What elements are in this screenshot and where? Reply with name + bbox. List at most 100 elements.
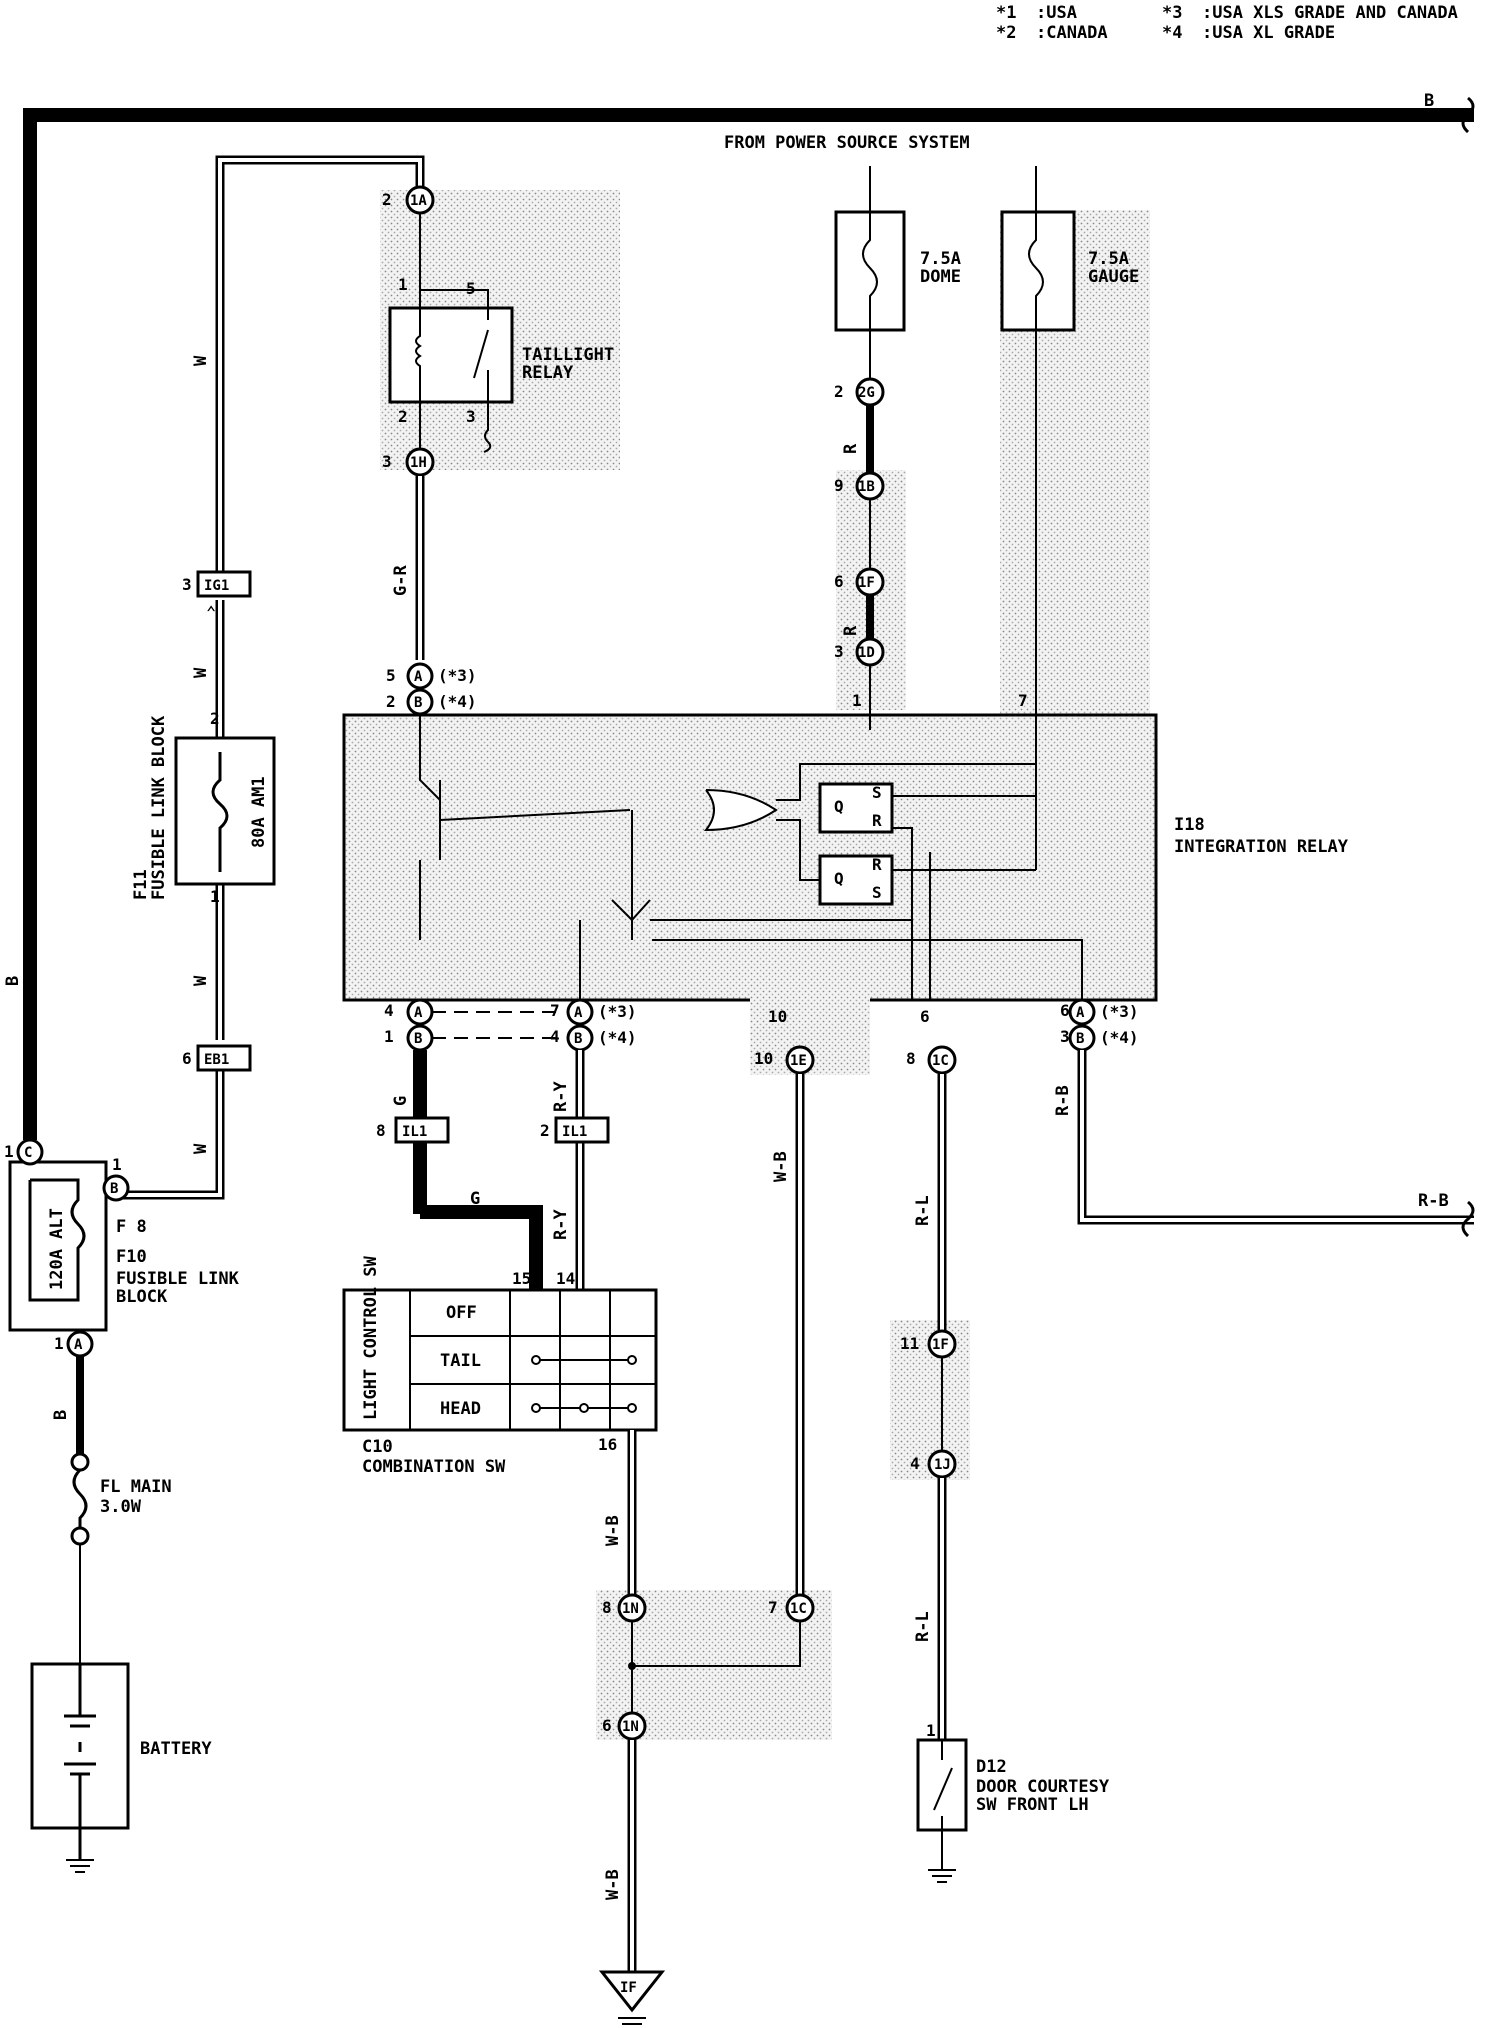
connector-c-alt <box>16 1138 44 1166</box>
wire-label-r-1: R <box>841 443 861 454</box>
svg-text:C10: C10 <box>362 1437 393 1457</box>
fuse-dome-name: DOME <box>920 267 961 287</box>
battery-label: BATTERY <box>140 1739 212 1759</box>
svg-text:S: S <box>872 883 882 902</box>
pin-am1-top: 2 <box>210 709 220 728</box>
note-3-a: (*3) <box>438 666 477 685</box>
svg-text:(*4): (*4) <box>1100 1028 1139 1047</box>
dome-fuse-icon <box>862 212 878 330</box>
svg-text:1E: 1E <box>790 1053 807 1069</box>
pin-c-alt: 1 <box>4 1142 14 1161</box>
integration-logic: Q S R Q R S <box>419 716 1083 1000</box>
battery-ground-icon <box>66 1859 94 1873</box>
svg-text:R: R <box>872 811 882 830</box>
b-main-bus <box>23 108 1474 1140</box>
bus-break-symbol <box>1461 96 1475 134</box>
fuse-gauge-amp: 7.5A <box>1088 249 1129 269</box>
ground-icon <box>618 2017 646 2025</box>
svg-text:8: 8 <box>906 1049 916 1068</box>
battery-symbol <box>64 1664 96 1860</box>
door-switch-icon <box>933 1740 953 1870</box>
svg-text:SW FRONT LH: SW FRONT LH <box>976 1795 1089 1815</box>
connector-ig1 <box>196 570 252 598</box>
fl-main-line2: 3.0W <box>100 1497 142 1517</box>
integration-name: INTEGRATION RELAY <box>1174 837 1349 857</box>
svg-text:R-L: R-L <box>913 1611 933 1642</box>
svg-text:A: A <box>1076 1005 1085 1021</box>
relay-label-2: RELAY <box>522 363 574 383</box>
fuse-gauge-name: GAUGE <box>1088 267 1139 287</box>
svg-text:7: 7 <box>550 1001 560 1020</box>
svg-text:R-L: R-L <box>913 1195 933 1226</box>
svg-text:6: 6 <box>834 572 844 591</box>
svg-text:6: 6 <box>1060 1001 1070 1020</box>
alt-line2: F10 <box>116 1247 147 1267</box>
svg-text:4: 4 <box>550 1027 560 1046</box>
relay-label-1: TAILLIGHT <box>522 345 614 365</box>
svg-text:1: 1 <box>926 1721 936 1740</box>
svg-text:1F: 1F <box>932 1337 949 1353</box>
svg-text:B: B <box>574 1031 582 1047</box>
wire-label-gr: G-R <box>391 565 411 596</box>
wire-label-w-3: W <box>191 975 211 986</box>
connector-eb1 <box>196 1044 252 1072</box>
svg-text:A: A <box>414 1005 423 1021</box>
svg-text:2G: 2G <box>858 385 875 401</box>
svg-text:(*4): (*4) <box>598 1028 637 1047</box>
connector-2g <box>855 377 885 407</box>
svg-text:B: B <box>414 1031 422 1047</box>
connector-1b <box>855 471 885 501</box>
connector-1j <box>927 1449 957 1479</box>
svg-text:B: B <box>1076 1031 1084 1047</box>
relay-pin-5: 5 <box>466 279 476 298</box>
legend-text-4: :USA XL GRADE <box>1202 23 1335 43</box>
connector-ig1-label: IG1 <box>204 578 229 594</box>
svg-text:W-B: W-B <box>771 1151 791 1182</box>
wire-label-b-bottom: B <box>51 1410 71 1420</box>
svg-text:1B: 1B <box>858 479 875 495</box>
svg-text:A: A <box>574 1005 583 1021</box>
wire-label-w-4: W <box>191 1143 211 1154</box>
am1-fuse-symbol <box>211 752 229 872</box>
connector-1a-label: 1A <box>410 193 427 209</box>
connector-1c-lower <box>785 1593 815 1623</box>
door-ground-icon <box>928 1869 956 1883</box>
svg-text:R-Y: R-Y <box>551 1209 571 1240</box>
connector-eb1-label: EB1 <box>204 1052 229 1068</box>
pin-b-alt: 1 <box>112 1155 122 1174</box>
svg-text:1C: 1C <box>790 1601 807 1617</box>
wire-label-w-1: W <box>191 355 211 366</box>
svg-text:2: 2 <box>834 382 844 401</box>
f11-name: FUSIBLE LINK BLOCK <box>149 715 169 900</box>
svg-text:1J: 1J <box>934 1457 951 1473</box>
svg-text:Q: Q <box>834 797 844 816</box>
relay-switch-icon <box>473 329 489 379</box>
connector-1e <box>785 1045 815 1075</box>
connector-b-alt-label: B <box>110 1181 118 1197</box>
pin-a-alt: 1 <box>54 1334 64 1353</box>
connector-1h-label: 1H <box>410 455 427 471</box>
svg-text:S: S <box>872 783 882 802</box>
connector-a-integration <box>406 662 434 690</box>
relay-coil-icon <box>415 289 492 453</box>
w-wire-top-inner <box>218 158 422 580</box>
wire-label-r-2: R <box>841 625 861 636</box>
pin-1-integration: 1 <box>852 691 862 710</box>
svg-text:R: R <box>872 855 882 874</box>
connector-1c <box>927 1045 957 1075</box>
svg-text:10: 10 <box>768 1007 787 1026</box>
alt-link-label: 120A ALT <box>47 1208 67 1290</box>
svg-text:Q: Q <box>834 869 844 888</box>
svg-text:W-B: W-B <box>603 1869 623 1900</box>
svg-text:9: 9 <box>834 476 844 495</box>
svg-text:(*3): (*3) <box>598 1002 637 1021</box>
svg-text:1F: 1F <box>858 575 875 591</box>
svg-text:6: 6 <box>602 1716 612 1735</box>
svg-text:1: 1 <box>384 1027 394 1046</box>
svg-text:DOOR COURTESY: DOOR COURTESY <box>976 1777 1110 1797</box>
svg-text:1N: 1N <box>622 1719 639 1735</box>
connector-il1-left <box>394 1116 450 1144</box>
svg-text:4: 4 <box>910 1454 920 1473</box>
pin-am1-bottom: 1 <box>210 887 220 906</box>
